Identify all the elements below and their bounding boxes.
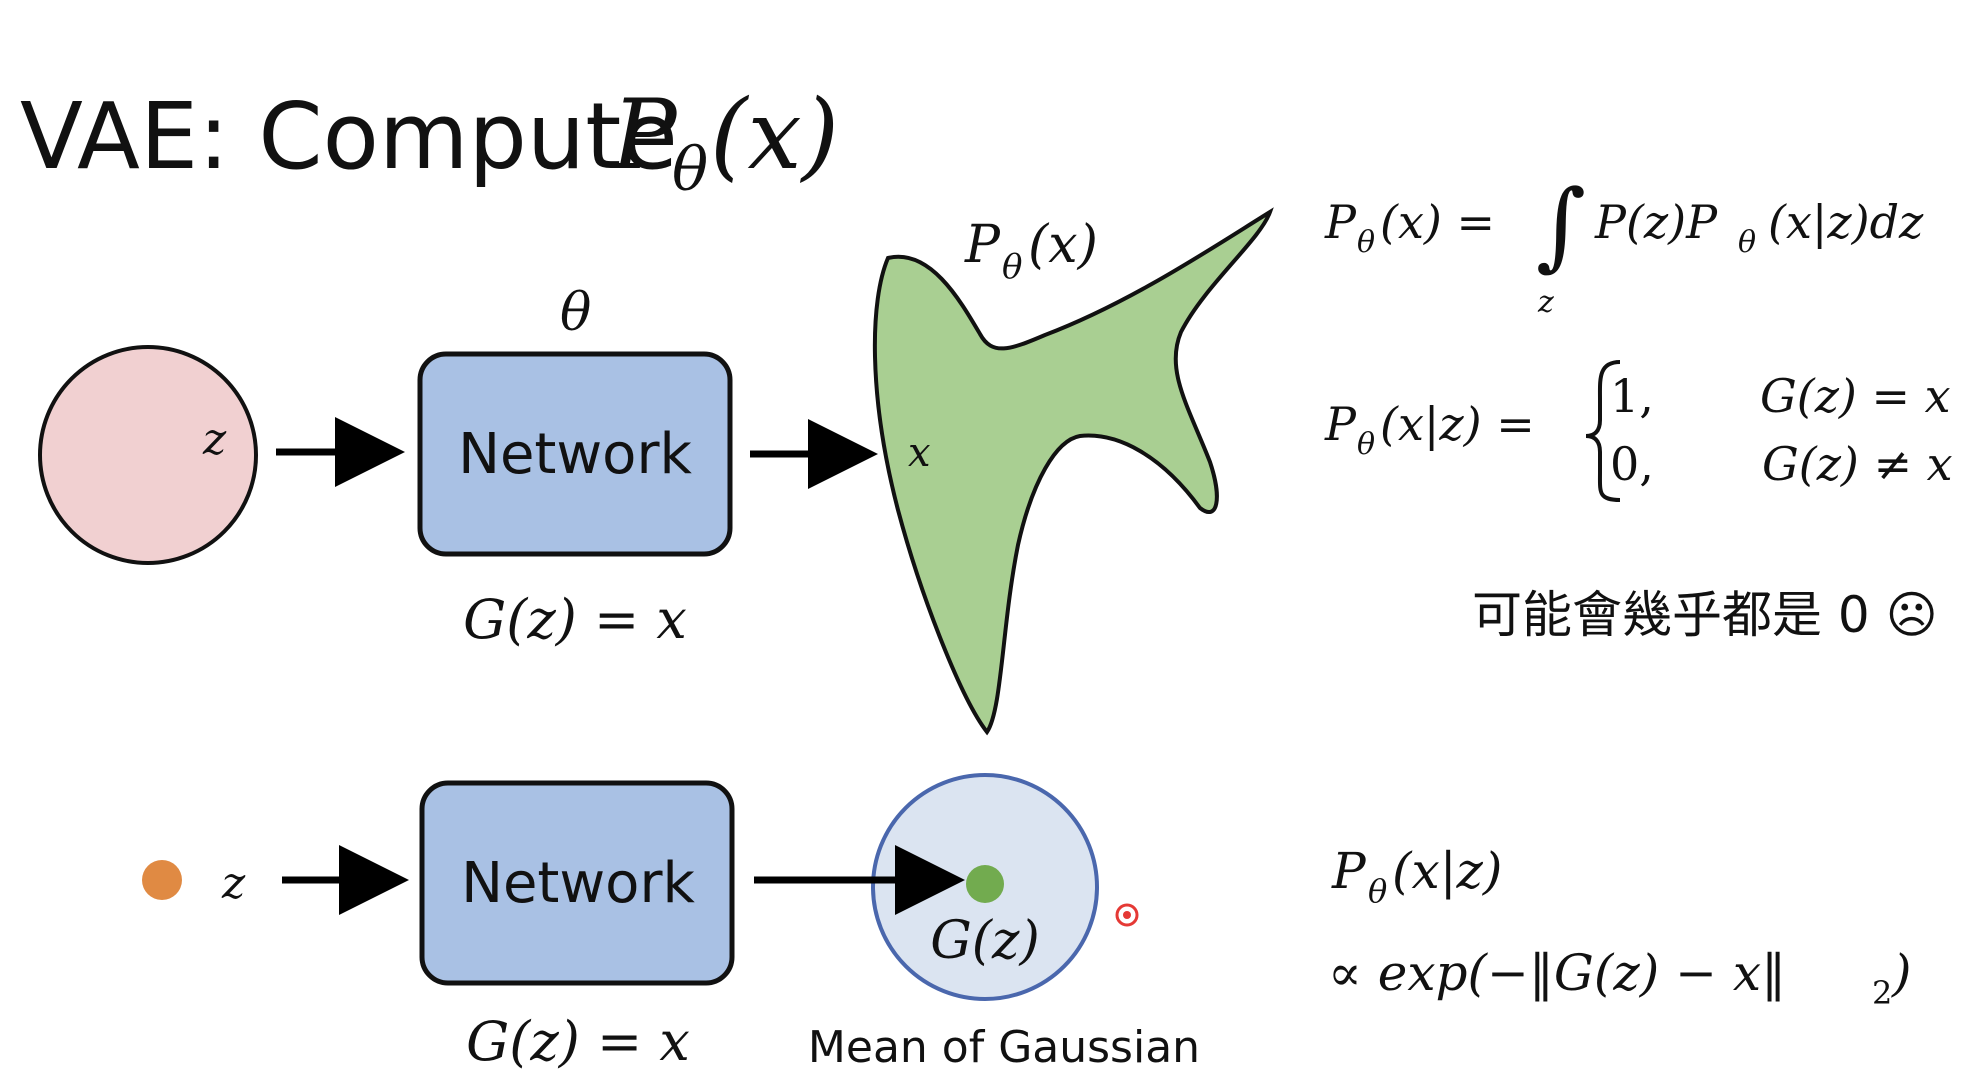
- eq2-case2-val: 0,: [1610, 437, 1654, 491]
- data-distribution-blob: [872, 207, 1274, 736]
- z-sample-dot: [142, 860, 182, 900]
- eq3-sub: θ: [1368, 872, 1387, 910]
- title-text: VAE: Compute: [20, 83, 678, 190]
- eq2-case1-val: 1,: [1610, 369, 1654, 423]
- prior-distribution-circle: [38, 345, 258, 565]
- eq3-line2-sub: 2: [1872, 974, 1892, 1012]
- almost-zero-note: 可能會幾乎都是 0 ☹: [1472, 586, 1938, 644]
- title-math-sub: θ: [672, 135, 708, 205]
- conditional-likelihood-equation: P θ (x|z) = 1, G(z) = x 0, G(z) ≠ x: [1324, 360, 1953, 502]
- theta-label: θ: [560, 283, 591, 343]
- eq1-sub: θ: [1357, 225, 1375, 260]
- eq3-line2-a: ∝ exp(−‖G(z) − x‖: [1328, 944, 1786, 1002]
- network-box-bottom: [419, 780, 735, 986]
- title-math-p: P: [610, 79, 678, 191]
- mapping-label-top: G(z) = x: [463, 588, 687, 651]
- eq3-arg: (x|z): [1392, 842, 1502, 900]
- bottom-z-label: z: [221, 858, 246, 909]
- eq2-lhs-arg: (x|z) =: [1380, 397, 1535, 451]
- network-label-top: Network: [458, 422, 692, 487]
- mapping-label-bottom: G(z) = x: [466, 1010, 690, 1073]
- blob-title-arg: (x): [1028, 215, 1098, 275]
- marginal-likelihood-equation: P θ (x) = ∫ z P(z)P θ (x|z)dz: [1324, 169, 1924, 320]
- eq2-sub: θ: [1357, 427, 1375, 462]
- gaussian-caption: Mean of Gaussian: [808, 1022, 1200, 1073]
- eq1-rhs-sub: θ: [1738, 225, 1756, 260]
- title-math-arg: (x): [710, 79, 839, 191]
- eq1-int-lower: z: [1537, 285, 1554, 320]
- eq1-rhs-a: P(z)P: [1594, 195, 1718, 249]
- eq3-p: P: [1331, 842, 1367, 900]
- eq1-lhs-arg: (x) =: [1380, 195, 1495, 249]
- eq1-p: P: [1324, 195, 1357, 249]
- blob-title-sub: θ: [1002, 247, 1022, 287]
- eq1-integral: ∫: [1536, 169, 1586, 281]
- network-label-bottom: Network: [461, 851, 695, 916]
- slide-title: VAE: Compute P θ (x): [20, 79, 839, 205]
- blob-title-p: P: [964, 215, 1001, 275]
- eq1-rhs-b: (x|z)dz: [1768, 195, 1924, 249]
- eq2-p: P: [1324, 397, 1357, 451]
- blob-x-label: x: [908, 430, 931, 476]
- eq2-case1-cond: G(z) = x: [1760, 369, 1951, 423]
- cursor-marker-inner: [1123, 911, 1131, 919]
- gz-label: G(z): [930, 911, 1040, 971]
- eq2-brace: [1585, 360, 1621, 502]
- bottom-row: z Network G(z) = x G(z) Mean of Gaussian…: [142, 773, 1912, 1073]
- network-box-top: [417, 351, 733, 557]
- prior-z-label: z: [202, 414, 227, 465]
- gaussian-likelihood-equation: P θ (x|z) ∝ exp(−‖G(z) − x‖ 2 ): [1328, 842, 1912, 1012]
- gaussian-mean-dot: [966, 865, 1004, 903]
- eq3-line2-b: ): [1891, 944, 1912, 1002]
- eq2-case2-cond: G(z) ≠ x: [1762, 437, 1953, 491]
- top-row: z θ Network G(z) = x P θ (x) x P θ (x) =…: [38, 169, 1953, 736]
